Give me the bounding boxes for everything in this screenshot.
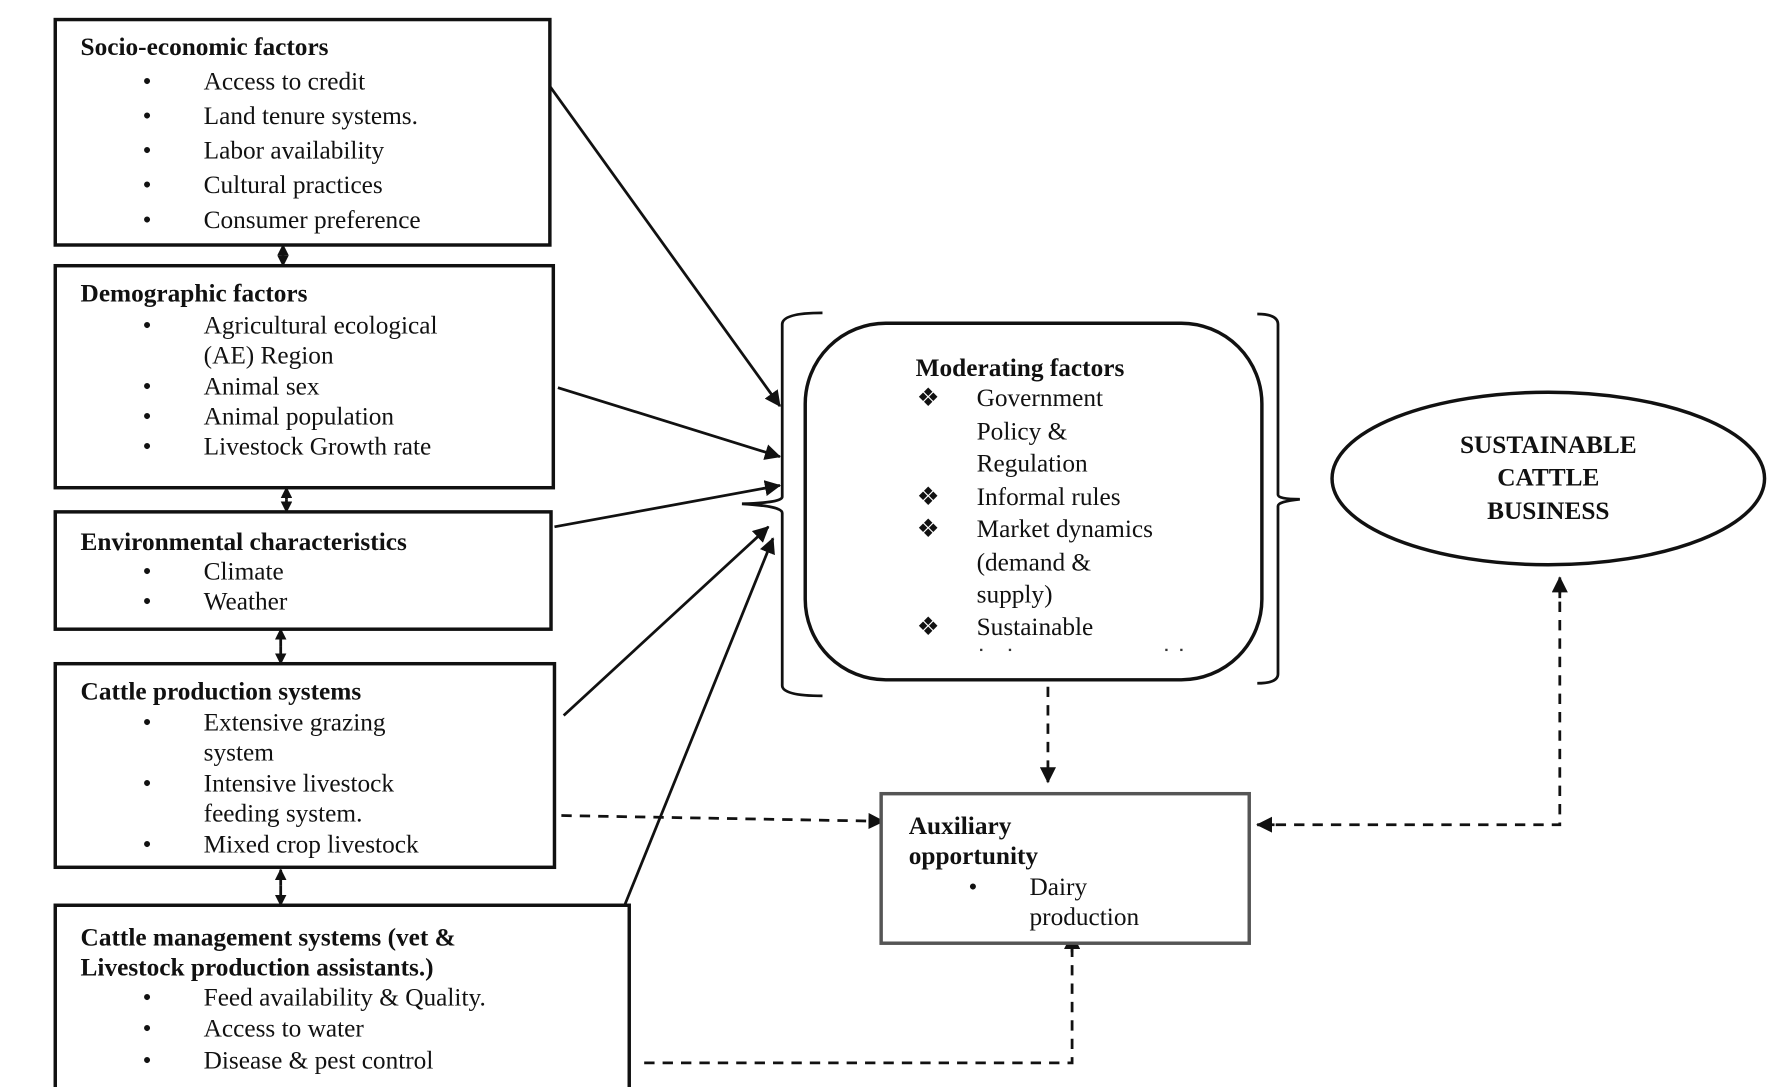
bullet: • — [143, 402, 152, 430]
demographic-title: Demographic factors — [81, 279, 308, 307]
moderating-factors-box: Moderating factors ❖Government Policy & … — [803, 321, 1264, 682]
list-item: Weather — [204, 588, 288, 616]
list-item: Land tenure systems. — [204, 102, 418, 130]
clipped-text-remnant — [980, 648, 1183, 652]
right-brace — [1257, 312, 1300, 685]
bullet: • — [143, 588, 152, 616]
auxiliary-title-line: Auxiliary — [909, 812, 1012, 840]
list-item: system — [204, 738, 275, 766]
list-item: production — [1030, 903, 1140, 931]
management-title-line: Livestock production assistants.) — [81, 953, 434, 981]
list-item: Livestock Growth rate — [204, 432, 432, 460]
list-item: Animal sex — [204, 373, 320, 401]
list-item: Dairy — [1030, 873, 1088, 901]
arrow-socio-to-moderating — [548, 85, 782, 407]
solid-arrows — [548, 85, 782, 906]
list-item: Climate — [204, 558, 284, 586]
bullet: • — [143, 68, 152, 96]
socio-title: Socio-economic factors — [81, 33, 329, 61]
moderating-title: Moderating factors — [916, 354, 1125, 382]
bullet: • — [143, 102, 152, 130]
diamond-bullet-icon: ❖ — [917, 483, 940, 511]
arrow-production-to-moderating — [562, 525, 770, 717]
list-item: Consumer preference — [204, 206, 421, 234]
demographic-box: Demographic factors • Agricultural ecolog… — [53, 263, 556, 490]
bullet: • — [143, 1014, 152, 1042]
bullet: • — [969, 873, 978, 901]
bullet-list: •Access to credit •Land tenure systems. … — [143, 68, 421, 234]
left-brace — [741, 311, 823, 698]
list-item: Market dynamics — [977, 515, 1153, 543]
list-item: Access to credit — [204, 68, 366, 96]
arrow-demographic-to-moderating — [557, 386, 782, 460]
production-box: Cattle production systems • Extensive gra… — [53, 661, 557, 870]
list-item: Animal population — [204, 402, 395, 430]
auxiliary-title-line: opportunity — [909, 842, 1039, 870]
list-item: Cultural practices — [204, 171, 383, 199]
list-item: Agricultural ecological — [204, 312, 438, 340]
list-item: Extensive grazing — [204, 708, 386, 736]
outcome-line: SUSTAINABLE — [1460, 431, 1637, 459]
list-item: Policy & — [977, 417, 1068, 445]
list-item: Disease & pest control — [204, 1047, 434, 1075]
environmental-title: Environmental characteristics — [81, 528, 407, 556]
list-item: Feed availability & Quality. — [204, 983, 486, 1011]
auxiliary-opportunity-box: Auxiliary opportunity • Dairy production — [879, 791, 1251, 945]
list-item: Informal rules — [977, 483, 1121, 511]
management-title-line: Cattle management systems (vet & — [81, 924, 456, 952]
environmental-box: Environmental characteristics • Climate •… — [53, 510, 553, 631]
bullet: • — [143, 171, 152, 199]
list-item: Access to water — [204, 1014, 365, 1042]
production-title: Cattle production systems — [81, 677, 362, 705]
bullet: • — [143, 432, 152, 460]
bullet: • — [143, 708, 152, 736]
list-item: feeding system. — [204, 799, 363, 827]
bullet: • — [143, 558, 152, 586]
arrow-outcome-auxiliary-link — [1257, 577, 1562, 827]
arrow-management-to-moderating — [623, 537, 775, 906]
list-item: Government — [977, 384, 1103, 412]
list-item: Intensive livestock — [204, 769, 395, 797]
bullet: • — [143, 373, 152, 401]
bullet: • — [143, 830, 152, 858]
list-item: (demand & — [977, 549, 1092, 577]
socio-economic-box: Socio-economic factors • Access to credit… — [53, 17, 552, 247]
outcome-line: BUSINESS — [1487, 497, 1609, 525]
list-item: Regulation — [977, 450, 1088, 478]
list-item: Sustainable — [977, 613, 1094, 641]
bullet: • — [143, 137, 152, 165]
management-box: Cattle management systems (vet & Livesto… — [53, 903, 631, 1087]
arrow-environmental-to-moderating — [554, 480, 782, 529]
list-item: (AE) Region — [204, 341, 334, 369]
outcome-line: CATTLE — [1497, 463, 1599, 491]
list-item: supply) — [977, 581, 1053, 609]
bullet: • — [143, 312, 152, 340]
diamond-bullet-icon: ❖ — [917, 384, 940, 412]
diamond-bullet-icon: ❖ — [917, 613, 940, 641]
list-item: Labor availability — [204, 137, 385, 165]
list-item: Mixed crop livestock — [204, 830, 419, 858]
bullet: • — [143, 769, 152, 797]
bullet: • — [143, 206, 152, 234]
bullet: • — [143, 1047, 152, 1075]
arrow-management-to-auxiliary — [644, 936, 1074, 1065]
sustainable-cattle-business-ellipse: SUSTAINABLE CATTLE BUSINESS — [1330, 390, 1767, 567]
arrow-production-to-auxiliary — [561, 812, 885, 830]
diamond-bullet-icon: ❖ — [917, 515, 940, 543]
bullet: • — [143, 983, 152, 1011]
